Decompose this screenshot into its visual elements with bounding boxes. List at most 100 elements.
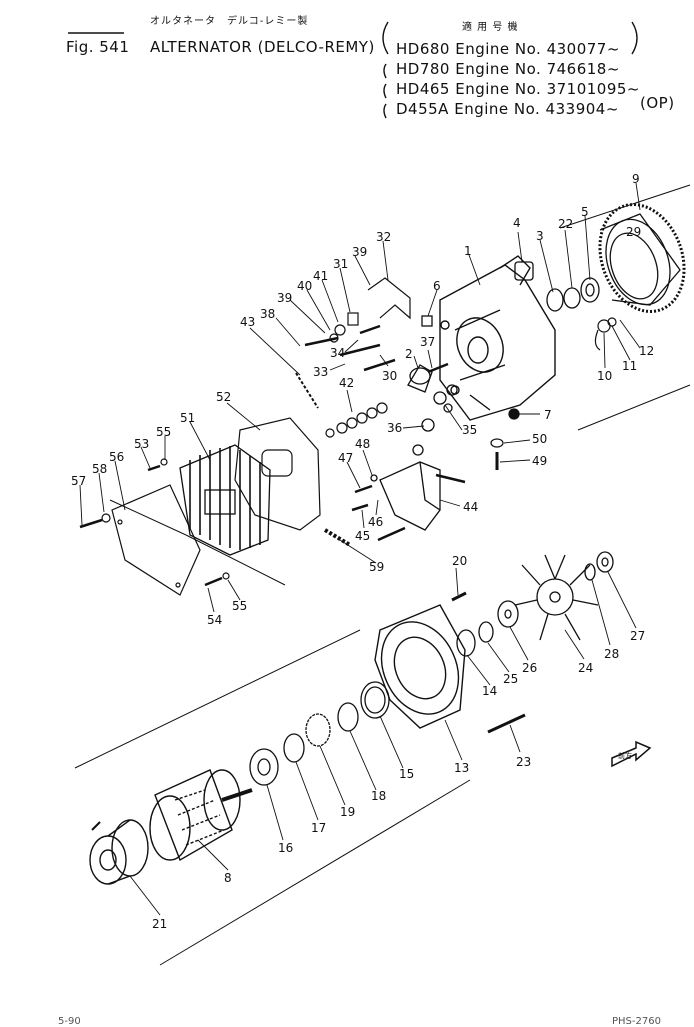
applicability-line-1: HD680 Engine No. 430077~ (396, 40, 620, 58)
front-direction-arrow (611, 740, 652, 768)
screw-part-45 (351, 503, 369, 512)
callout-7: 7 (544, 408, 552, 422)
callout-41: 41 (313, 269, 328, 283)
terminal-parts-10-11-12 (594, 317, 617, 351)
callout-10: 10 (597, 369, 612, 383)
callout-29: 29 (626, 225, 641, 239)
callout-45: 45 (355, 529, 370, 543)
collar-part-22 (563, 287, 581, 309)
callout-labels: 1 2 3 4 5 6 7 8 9 10 11 12 13 14 15 16 1… (71, 172, 654, 931)
callout-47: 47 (338, 451, 353, 465)
pulley-part-21 (89, 819, 149, 885)
callout-26: 26 (522, 661, 537, 675)
rectifier-part-51 (179, 444, 271, 556)
applicability-heading: 適 用 号 機 (462, 22, 519, 33)
figure-title: ALTERNATOR (DELCO-REMY) (150, 38, 375, 56)
callout-55b: 55 (232, 599, 247, 613)
spacer-part-3 (546, 288, 564, 312)
callout-32: 32 (376, 230, 391, 244)
snap-ring-part-19 (305, 713, 331, 747)
bearings-parts-3-22-5 (514, 261, 600, 312)
callout-55a: 55 (156, 425, 171, 439)
screw-part-47 (354, 484, 373, 494)
bearing-stack-parts-15-19 (249, 681, 390, 786)
callout-14: 14 (482, 684, 497, 698)
callout-43: 43 (240, 315, 255, 329)
nut-part-7 (508, 408, 520, 420)
leader-lines (79, 182, 641, 916)
collar-part-26 (497, 600, 519, 628)
callout-56: 56 (109, 450, 124, 464)
callout-49: 49 (532, 454, 547, 468)
bolt-washer-parts-49-50 (490, 438, 504, 470)
screw-part-57 (79, 518, 103, 529)
rotor-part-8 (149, 769, 253, 862)
screw-part-20 (451, 591, 467, 602)
callout-9: 9 (632, 172, 640, 186)
callout-35: 35 (462, 423, 477, 437)
stud-part-43 (295, 372, 319, 409)
callout-50: 50 (532, 432, 547, 446)
bearing-parts-14-25-26 (451, 591, 519, 657)
callout-30: 30 (382, 369, 397, 383)
rear-housing-part-1 (439, 255, 556, 421)
front-mark-label: 前方 (618, 751, 632, 760)
callout-22: 22 (558, 217, 573, 231)
callout-59: 59 (369, 560, 384, 574)
callout-39a: 39 (352, 245, 367, 259)
callout-38: 38 (260, 307, 275, 321)
callout-44: 44 (463, 500, 478, 514)
callout-31: 31 (333, 257, 348, 271)
washer-part-55-upper (160, 458, 168, 466)
callout-20: 20 (452, 554, 467, 568)
callout-12: 12 (639, 344, 654, 358)
spacer-part-25 (478, 621, 494, 643)
callout-33: 33 (313, 365, 328, 379)
callout-51: 51 (180, 411, 195, 425)
callout-8: 8 (224, 871, 232, 885)
terminal-block-part-44 (351, 461, 466, 542)
callout-4: 4 (513, 216, 521, 230)
applicability-line-4: D455A Engine No. 433904~ (396, 100, 619, 118)
screw-part-54 (204, 576, 223, 587)
callout-15: 15 (399, 767, 414, 781)
callout-5: 5 (581, 205, 589, 219)
callout-21: 21 (152, 917, 167, 931)
bushing-part-4 (514, 261, 534, 281)
callout-34: 34 (330, 346, 345, 360)
callout-1: 1 (464, 244, 472, 258)
nut-washer-parts-27-28 (584, 551, 614, 581)
front-housing-part-13 (374, 604, 466, 729)
japanese-title: オルタネータ デルコ-レミー製 (150, 16, 309, 27)
callout-28: 28 (604, 647, 619, 661)
callout-37: 37 (420, 335, 435, 349)
callout-39b: 39 (277, 291, 292, 305)
brush-bracket-part-32 (304, 277, 411, 372)
bearing-part-18 (337, 702, 359, 732)
nut-row-part-42 (295, 372, 388, 438)
callout-11: 11 (622, 359, 637, 373)
washer-part-55-lower (222, 572, 230, 580)
callout-36: 36 (387, 421, 402, 435)
bolt-part-37 (427, 362, 449, 374)
callout-52: 52 (216, 390, 231, 404)
part-36 (421, 418, 435, 432)
callout-17: 17 (311, 821, 326, 835)
callout-54: 54 (207, 613, 222, 627)
nut-part-27 (596, 551, 614, 573)
washer-part-58 (101, 513, 111, 523)
pin-part-59 (323, 528, 352, 547)
gasket-part-52 (234, 417, 321, 531)
callout-25: 25 (503, 672, 518, 686)
callout-24: 24 (578, 661, 593, 675)
option-mark: (OP) (640, 94, 675, 112)
callout-19: 19 (340, 805, 355, 819)
callout-57: 57 (71, 474, 86, 488)
callout-27: 27 (630, 629, 645, 643)
applicability-line-3: HD465 Engine No. 37101095~ (396, 80, 640, 98)
callout-16: 16 (278, 841, 293, 855)
part-6 (421, 315, 433, 327)
bolt-part-23 (487, 713, 526, 734)
capacitor-part-2 (407, 315, 520, 456)
